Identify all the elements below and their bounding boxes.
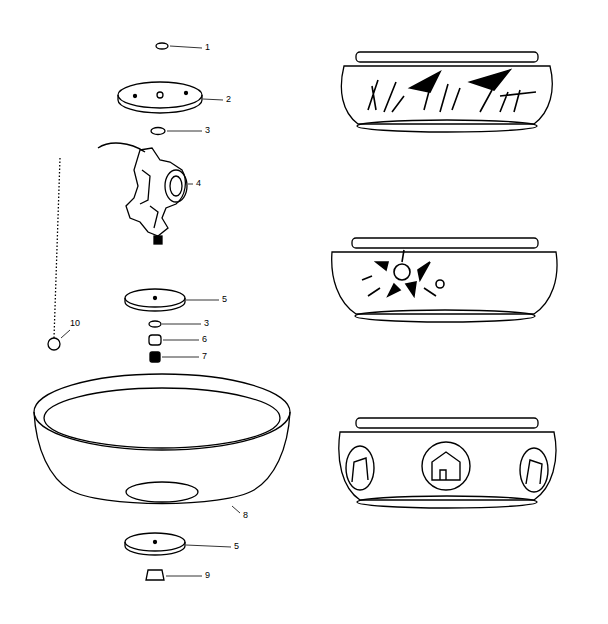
callout-number: 5 [234,542,239,551]
callout-number: 6 [202,335,207,344]
callout-number: 1 [205,43,210,52]
callout-number: 9 [205,571,210,580]
callout-number: 3 [205,126,210,135]
callout-number: 10 [70,319,80,328]
callout-number: 3 [204,319,209,328]
callout-number: 4 [196,179,201,188]
callout-number: 2 [226,95,231,104]
callout-number: 8 [243,511,248,520]
callout-number: 7 [202,352,207,361]
callout-number: 5 [222,295,227,304]
